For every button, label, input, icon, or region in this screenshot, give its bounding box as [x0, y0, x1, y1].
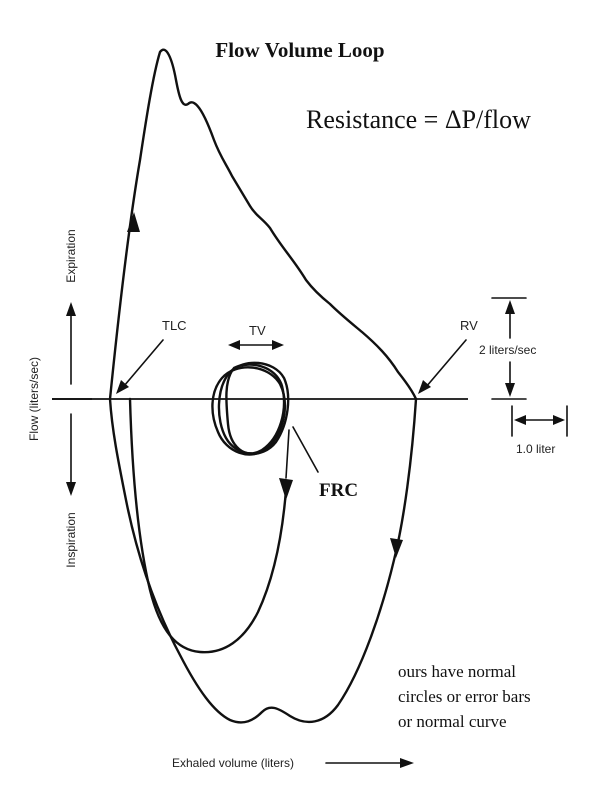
note-line-2: circles or error bars [398, 687, 531, 706]
inspiratory-curve-outer [108, 397, 418, 724]
x-axis-label: Exhaled volume (liters) [172, 756, 294, 770]
resistance-equation: Resistance = ΔP/flow [306, 105, 531, 134]
flow-axis-label: Flow (liters/sec) [27, 357, 41, 441]
rv-pointer-arrowhead [418, 380, 431, 394]
inspiration-arrowhead [66, 482, 76, 496]
inspiratory-direction-arrowhead [390, 538, 403, 558]
frc-label: FRC [319, 480, 358, 501]
note-line-3: or normal curve [398, 712, 507, 731]
flow-scale-arrowhead-up [505, 300, 515, 314]
tidal-loop-3 [225, 363, 286, 455]
tv-label: TV [249, 323, 266, 338]
rv-label: RV [460, 318, 478, 333]
tv-arrowhead-right [272, 340, 284, 350]
volume-scale-label: 1.0 liter [516, 442, 555, 456]
rv-pointer-line [425, 339, 467, 388]
diagram-title: Flow Volume Loop [215, 38, 384, 62]
flow-scale-label: 2 liters/sec [479, 343, 536, 357]
expiration-arrowhead [66, 302, 76, 316]
inner-loop-connector [285, 429, 290, 479]
tidal-loop-2 [211, 366, 287, 456]
expiratory-direction-arrowhead [127, 212, 140, 232]
volume-scale-arrowhead-left [514, 415, 526, 425]
expiratory-curve [108, 48, 418, 401]
inner-loop-arrowhead [279, 478, 293, 500]
equation-suffix: P/flow [462, 105, 532, 134]
volume-scale-arrowhead-right [553, 415, 565, 425]
expiration-label: Expiration [64, 229, 78, 282]
tlc-pointer-arrowhead [116, 380, 129, 394]
frc-pointer-line [292, 426, 319, 473]
note-line-1: ours have normal [398, 662, 516, 681]
tidal-loop-1 [217, 361, 290, 455]
equation-prefix: Resistance = [306, 105, 445, 134]
tv-arrowhead-left [228, 340, 240, 350]
x-axis-arrowhead [400, 758, 414, 768]
inspiration-label: Inspiration [64, 512, 78, 567]
flow-scale-arrowhead-down [505, 383, 515, 397]
tlc-pointer-line [123, 339, 164, 387]
inspiratory-curve-inner [128, 397, 288, 654]
delta-symbol: Δ [445, 105, 462, 134]
tlc-label: TLC [162, 318, 187, 333]
